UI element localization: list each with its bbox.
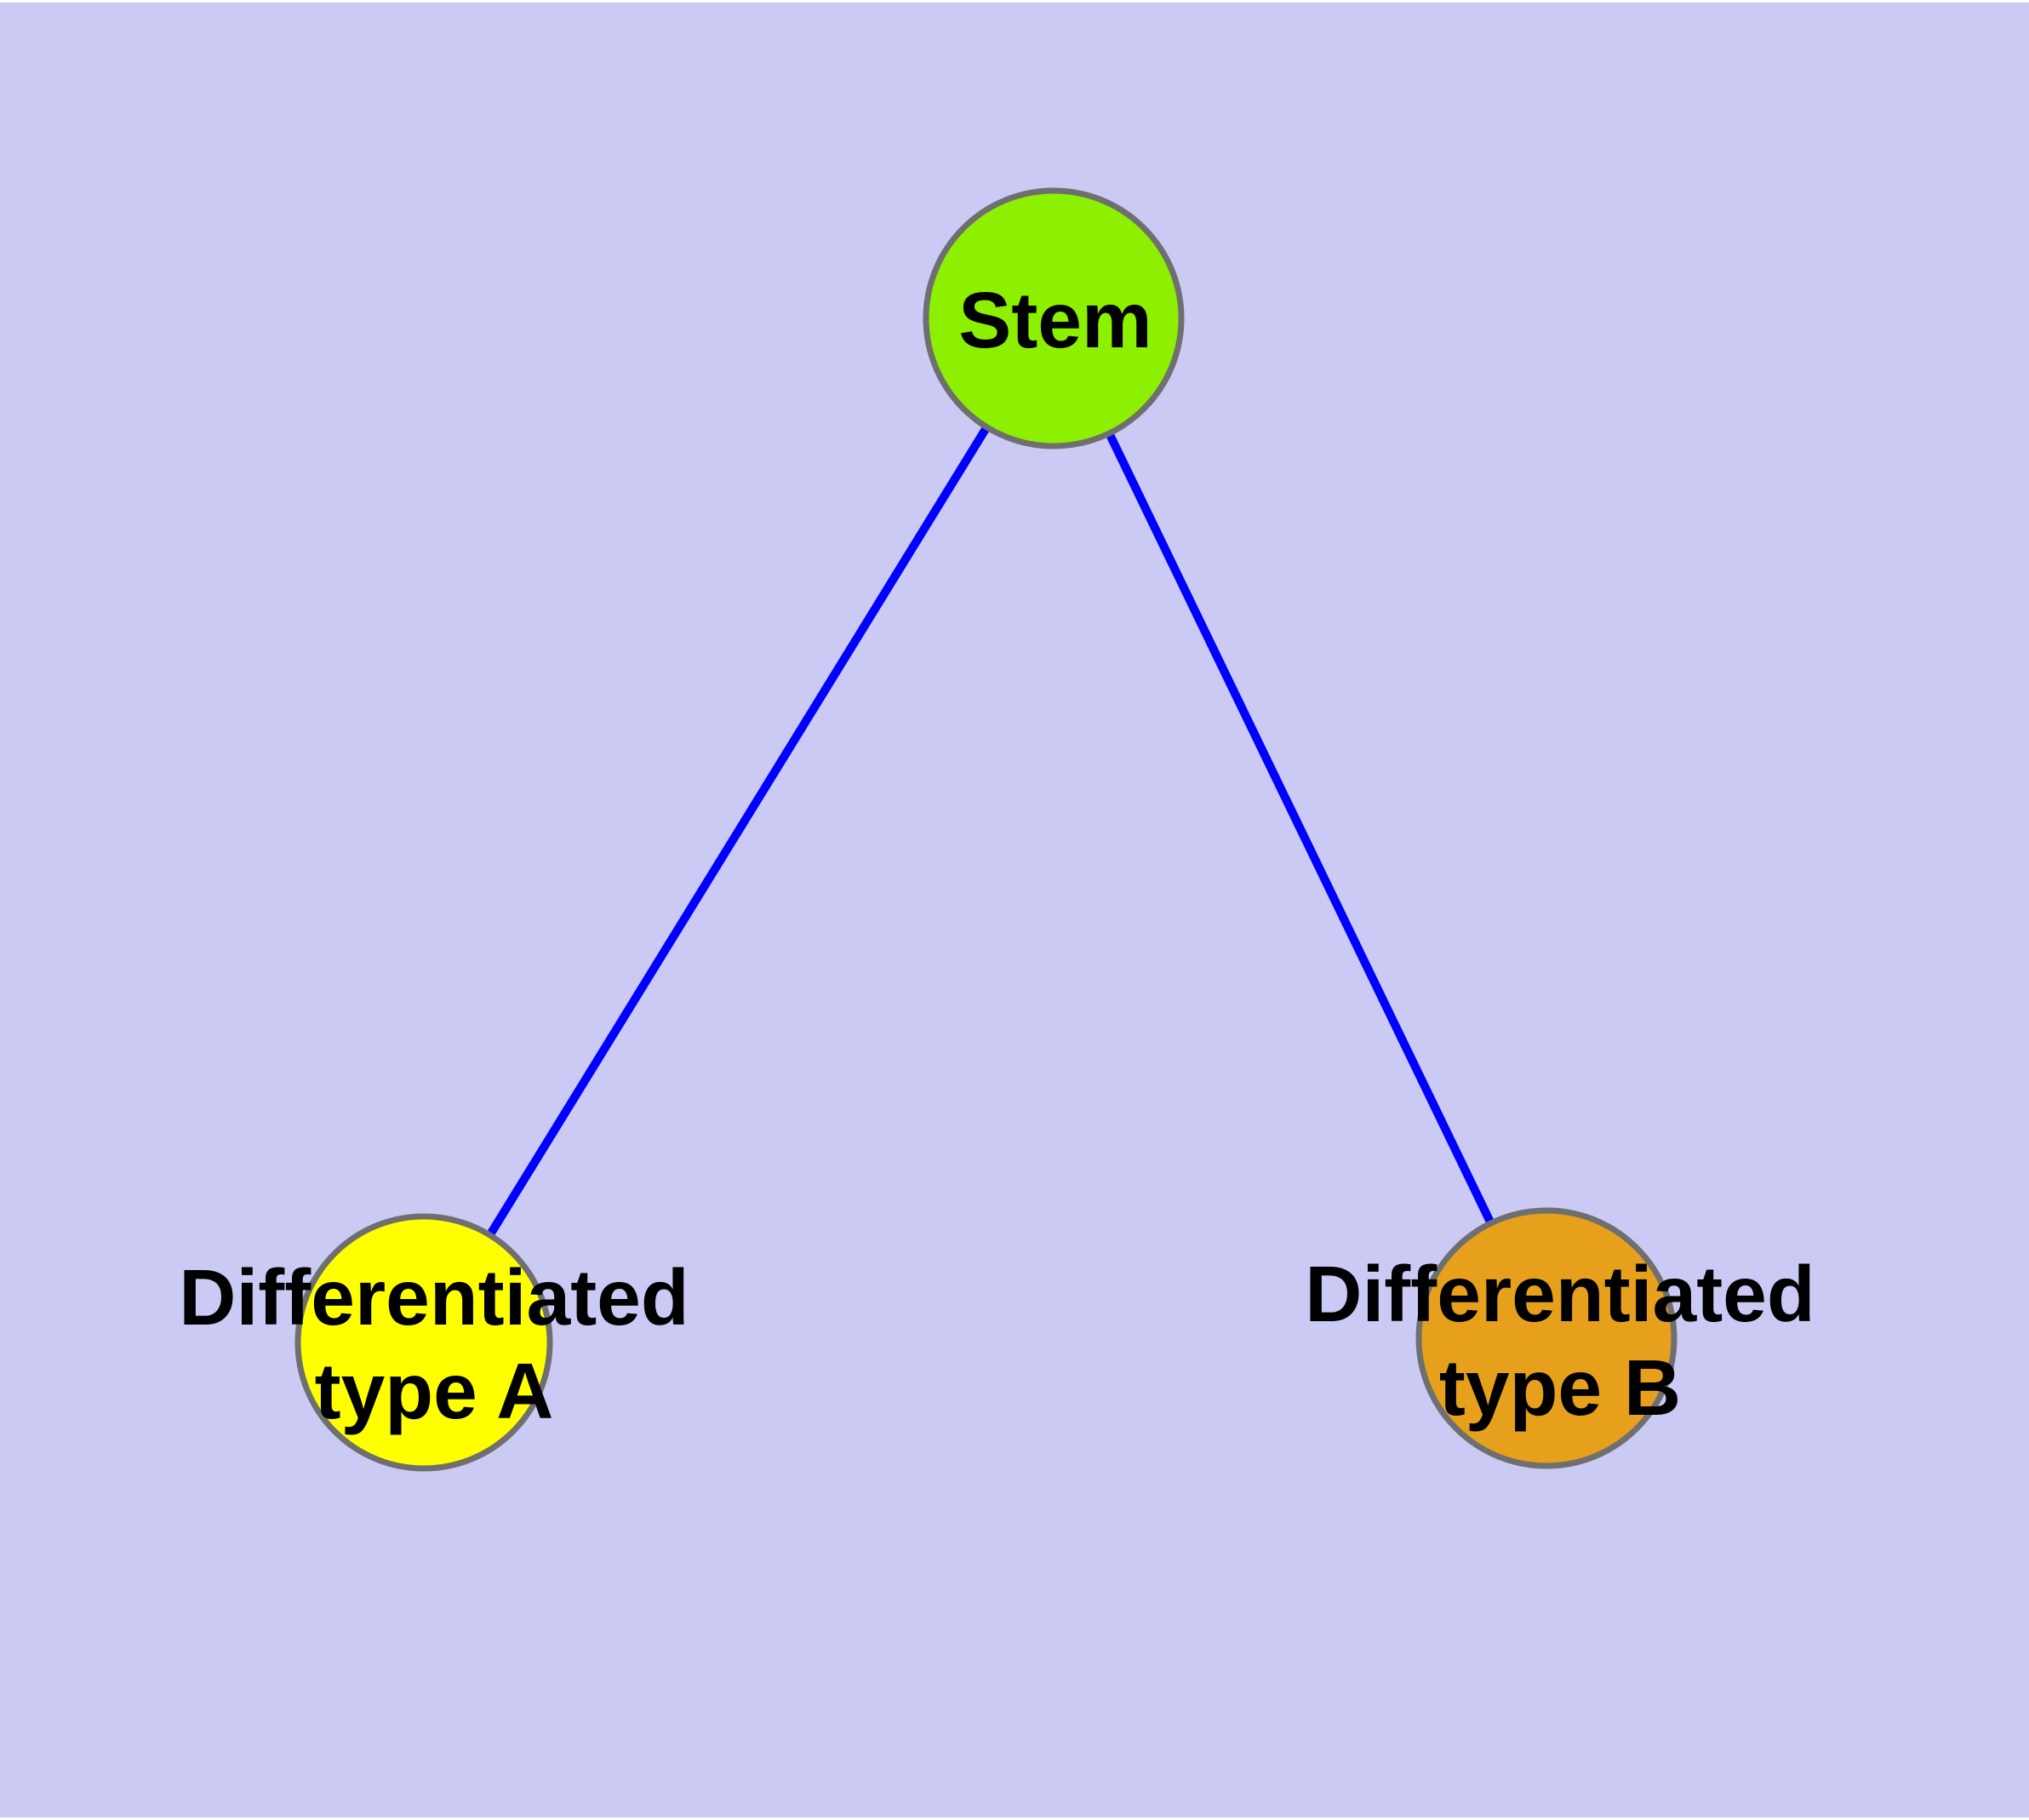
node-differentiated-type-a (294, 1213, 553, 1472)
edge-stem-to-type-b (1049, 316, 1551, 1341)
diagram: Stem Differentiated type A Differentiate… (0, 3, 2029, 1817)
node-differentiated-type-b (1415, 1207, 1677, 1469)
graph-canvas (0, 3, 2029, 1817)
node-stem (923, 187, 1185, 449)
edge-stem-to-type-a (420, 316, 1058, 1345)
